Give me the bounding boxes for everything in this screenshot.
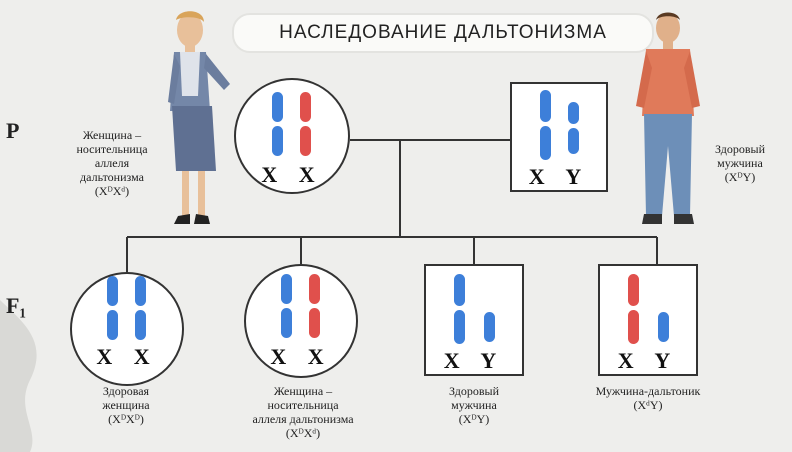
caption-line: (XᴰXᵈ) xyxy=(94,184,130,198)
father-caption: Здоровый мужчина (XᴰY) xyxy=(700,142,780,184)
offspring-2-caption: Женщина – носительница аллеля дальтонизм… xyxy=(236,384,370,440)
offspring-3-box: X Y xyxy=(424,264,524,376)
caption-line: Здоровая xyxy=(102,384,150,398)
caption-line: (XᴰY) xyxy=(458,412,490,426)
offspring-2-circle: X X xyxy=(244,264,358,378)
diagram-title: НАСЛЕДОВАНИЕ ДАЛЬТОНИЗМА xyxy=(232,13,654,53)
offspring-3-caption: Здоровый мужчина (XᴰY) xyxy=(426,384,522,426)
mother-caption: Женщина – носительница аллеля дальтонизм… xyxy=(52,128,172,198)
father-chromosomes xyxy=(540,90,579,160)
offspring-1-chromosomes xyxy=(107,276,146,340)
offspring-4-letters: X Y xyxy=(617,348,679,373)
caption-line: (XᴰXᵈ) xyxy=(285,426,321,440)
offspring-2-chromosomes xyxy=(281,274,320,338)
offspring-4-caption: Мужчина-дальтоник (XᵈY) xyxy=(582,384,714,412)
caption-line: аллеля xyxy=(94,156,130,170)
caption-line: (XᴰXᴰ) xyxy=(108,412,144,426)
caption-line: женщина xyxy=(102,398,150,412)
caption-line: (XᴰY) xyxy=(724,170,756,184)
woman-figure xyxy=(168,11,230,224)
mother-chromosomes xyxy=(272,92,311,156)
offspring-1-caption: Здоровая женщина (XᴰXᴰ) xyxy=(78,384,174,426)
caption-line: мужчина xyxy=(717,156,763,170)
caption-line: мужчина xyxy=(451,398,497,412)
caption-line: носительница xyxy=(267,398,339,412)
offspring-3-letters: X Y xyxy=(443,348,505,373)
mother-chromosome-circle: X X xyxy=(234,78,350,194)
father-chromosome-box: X Y xyxy=(510,82,608,192)
caption-line: (XᵈY) xyxy=(633,398,663,412)
caption-line: Женщина – xyxy=(82,128,142,142)
decorative-wave xyxy=(0,300,37,452)
mother-chromosome-letters: X X xyxy=(261,162,323,187)
offspring-4-chromosomes xyxy=(628,274,669,344)
caption-line: Здоровый xyxy=(449,384,499,398)
caption-line: аллеля дальтонизма xyxy=(252,412,354,426)
caption-line: Женщина – xyxy=(273,384,333,398)
generation-label-p: P xyxy=(6,118,20,143)
generation-label-f1: F₁ xyxy=(6,293,27,318)
man-figure xyxy=(636,12,700,224)
offspring-2-letters: X X xyxy=(270,344,332,369)
offspring-1-letters: X X xyxy=(96,344,158,369)
caption-line: носительница xyxy=(76,142,148,156)
offspring-3-chromosomes xyxy=(454,274,495,344)
caption-line: дальтонизма xyxy=(80,170,144,184)
father-chromosome-letters: X Y xyxy=(528,164,590,189)
offspring-1-circle: X X xyxy=(70,272,184,386)
caption-line: Мужчина-дальтоник xyxy=(595,384,701,398)
caption-line: Здоровый xyxy=(715,142,765,156)
offspring-4-box: X Y xyxy=(598,264,698,376)
